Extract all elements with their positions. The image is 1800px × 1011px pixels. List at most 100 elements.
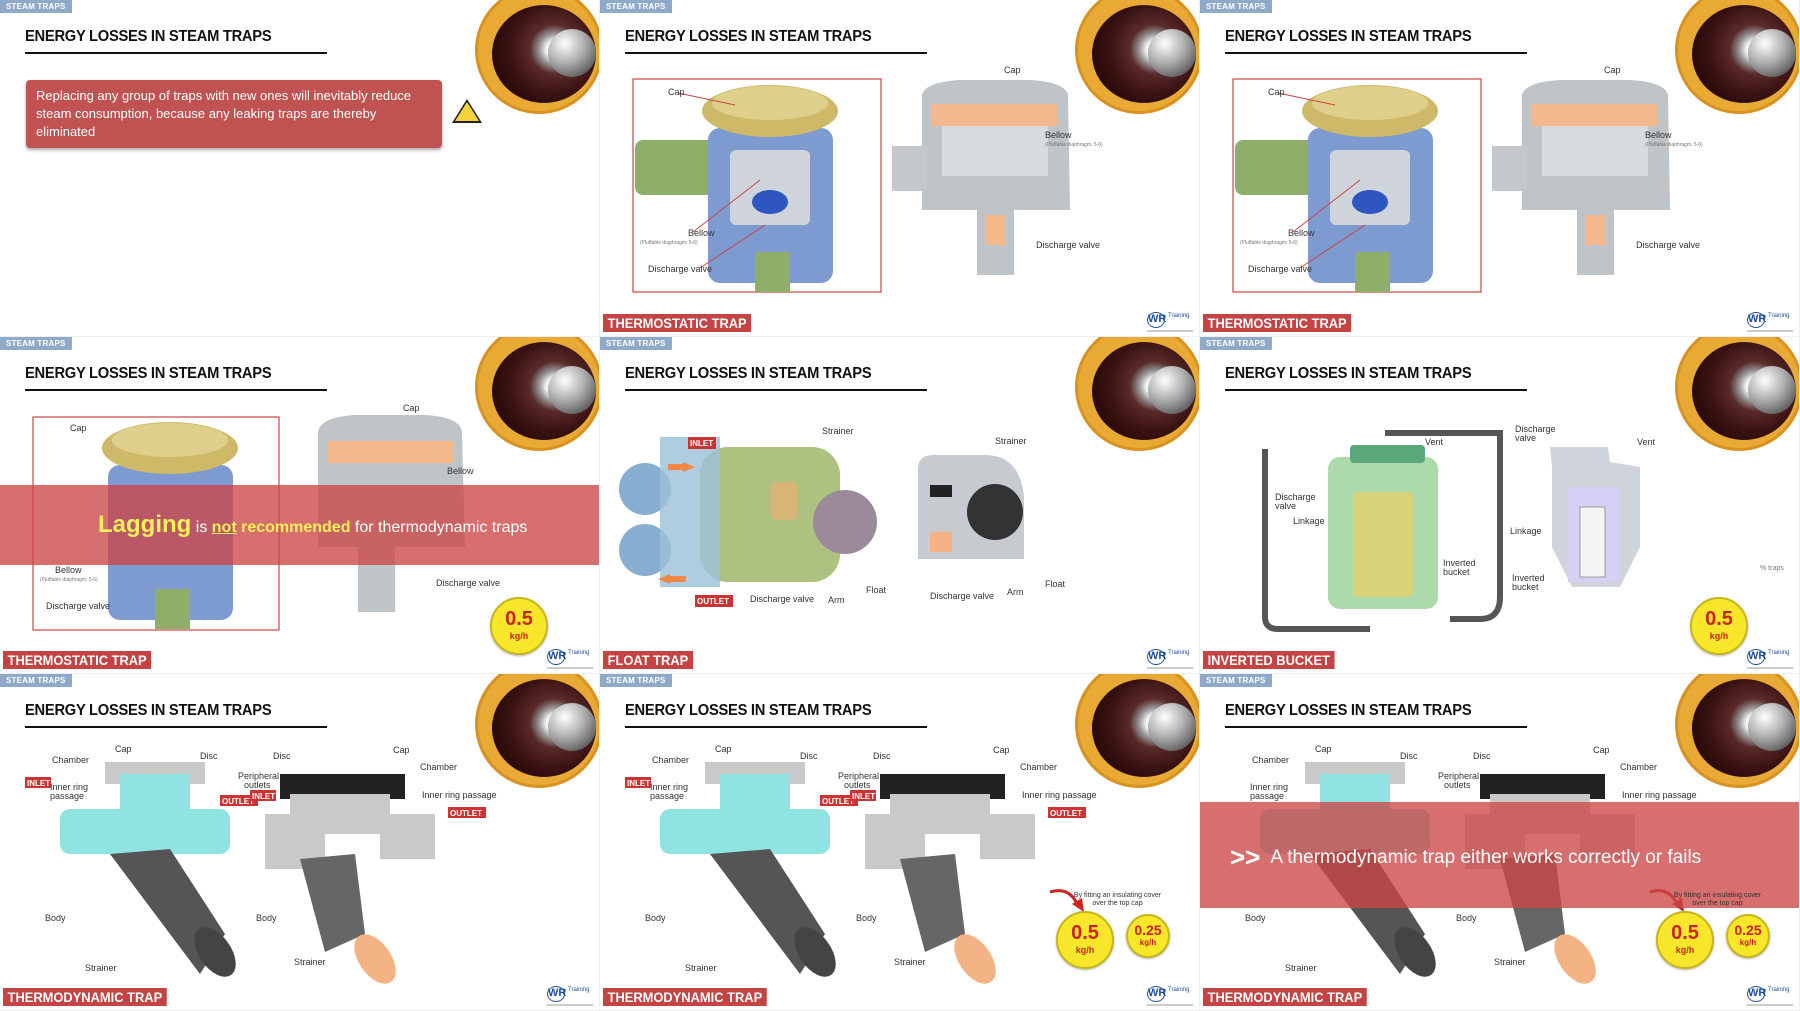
slide-7[interactable]: STEAM TRAPS ENERGY LOSSES IN STEAM TRAPS… xyxy=(0,674,600,1011)
label-arm-2: Arm xyxy=(1007,587,1024,597)
label-cap-2: Cap xyxy=(393,745,410,755)
label-cap: Cap xyxy=(1315,744,1332,754)
label-passage: passage xyxy=(50,791,84,801)
slide-8[interactable]: STEAM TRAPS ENERGY LOSSES IN STEAM TRAPS… xyxy=(600,674,1200,1011)
label-valve-2: valve xyxy=(1515,433,1536,443)
label-discharge-valve: Discharge valve xyxy=(750,594,814,604)
label-outlets: outlets xyxy=(244,780,271,790)
label-cap-2: Cap xyxy=(1593,745,1610,755)
label-chamber: Chamber xyxy=(1252,755,1289,765)
warning-symbol: ! xyxy=(464,105,468,119)
label-valve: valve xyxy=(1275,501,1296,511)
lagging-not: not xyxy=(211,519,237,536)
slide-4[interactable]: STEAM TRAPS ENERGY LOSSES IN STEAM TRAPS… xyxy=(0,337,600,674)
steam-trap-photo xyxy=(1675,0,1799,114)
trap-type-label: THERMODYNAMIC TRAP xyxy=(3,988,167,1006)
label-linkage-2: Linkage xyxy=(1510,526,1542,536)
label-inner-ring: Inner ring xyxy=(1250,782,1288,792)
label-strainer-2: Strainer xyxy=(1494,957,1526,967)
label-chamber-2: Chamber xyxy=(1620,762,1657,772)
logo-text: Training xyxy=(1168,313,1190,319)
outlet-tag-2: OUTLET xyxy=(450,809,482,818)
logo-mark: WR xyxy=(547,649,566,665)
steam-trap-photo xyxy=(1075,337,1199,451)
badge-value: 0.5 xyxy=(1705,608,1733,630)
slide-6[interactable]: STEAM TRAPS ENERGY LOSSES IN STEAM TRAPS… xyxy=(1200,337,1800,674)
logo-mark: WR xyxy=(1747,986,1766,1002)
label-discharge-valve: Discharge valve xyxy=(648,264,712,274)
label-strainer: Strainer xyxy=(1285,963,1317,973)
label-chamber-2: Chamber xyxy=(1020,762,1057,772)
label-inner-ring: Inner ring xyxy=(50,782,88,792)
logo-text: Training xyxy=(1768,987,1790,993)
float-trap-diagram: INLET OUTLET Strainer Discharge valve Ar… xyxy=(619,426,1066,607)
slide-5[interactable]: STEAM TRAPS ENERGY LOSSES IN STEAM TRAPS… xyxy=(600,337,1200,674)
label-bucket-2: bucket xyxy=(1512,582,1539,592)
steam-trap-photo xyxy=(1675,674,1799,788)
header-tag: STEAM TRAPS xyxy=(1200,0,1272,13)
label-body: Body xyxy=(645,913,666,923)
label-vent: Vent xyxy=(1425,437,1444,447)
slide-9[interactable]: STEAM TRAPS ENERGY LOSSES IN STEAM TRAPS… xyxy=(1200,674,1800,1011)
header-tag: STEAM TRAPS xyxy=(600,337,672,350)
label-outlets: outlets xyxy=(1444,780,1471,790)
slide-title: ENERGY LOSSES IN STEAM TRAPS xyxy=(1225,702,1472,719)
label-passage: passage xyxy=(650,791,684,801)
label-bellow-2: Bellow xyxy=(447,466,474,476)
slide-2[interactable]: STEAM TRAPS ENERGY LOSSES IN STEAM TRAPS… xyxy=(600,0,1200,337)
label-strainer: Strainer xyxy=(685,963,717,973)
label-outlets: outlets xyxy=(844,780,871,790)
title-rule xyxy=(625,52,927,54)
header-tag: STEAM TRAPS xyxy=(0,0,72,13)
steam-trap-photo xyxy=(475,674,599,788)
logo-mark: WR xyxy=(1147,649,1166,665)
label-cap-2: Cap xyxy=(993,745,1010,755)
label-disc: Disc xyxy=(1400,751,1418,761)
lagging-banner: Lagging is not recommended for thermodyn… xyxy=(0,485,599,565)
label-bellow: Bellow xyxy=(55,565,82,575)
lagging-recommended: recommended xyxy=(236,519,351,536)
label-chamber: Chamber xyxy=(652,755,689,765)
slide-1[interactable]: STEAM TRAPS ENERGY LOSSES IN STEAM TRAPS… xyxy=(0,0,600,337)
slide-title: ENERGY LOSSES IN STEAM TRAPS xyxy=(625,702,872,719)
logo-mark: WR xyxy=(547,986,566,1002)
badge-unit: kg/h xyxy=(1075,945,1095,955)
label-strainer-2: Strainer xyxy=(995,436,1027,446)
title-rule xyxy=(25,726,327,728)
inlet-tag: INLET xyxy=(627,779,650,788)
label-inner-ring: Inner ring xyxy=(650,782,688,792)
insulating-note: By fitting an insulating cover over the … xyxy=(1673,892,1762,907)
slide-title: ENERGY LOSSES IN STEAM TRAPS xyxy=(25,28,272,45)
label-cap: Cap xyxy=(1268,87,1285,97)
label-linkage: Linkage xyxy=(1293,516,1325,526)
inlet-tag-2: INLET xyxy=(852,792,875,801)
title-rule xyxy=(1225,52,1527,54)
header-tag: STEAM TRAPS xyxy=(1200,674,1272,687)
works-or-fails-text: A thermodynamic trap either works correc… xyxy=(1270,847,1702,868)
badge-value-reduced: 0.25 xyxy=(1134,922,1162,938)
label-body: Body xyxy=(45,913,66,923)
inlet-tag-2: INLET xyxy=(252,792,275,801)
label-passage: passage xyxy=(1250,791,1284,801)
warning-icon: ! xyxy=(452,99,482,123)
label-disc: Disc xyxy=(800,751,818,761)
slide-title: ENERGY LOSSES IN STEAM TRAPS xyxy=(1225,365,1472,382)
logo-mark: WR xyxy=(1147,986,1166,1002)
badge-unit: kg/h xyxy=(1675,945,1695,955)
label-discharge-valve: Discharge valve xyxy=(46,601,110,611)
trap-type-label: FLOAT TRAP xyxy=(603,651,693,669)
label-inverted: Inverted xyxy=(1443,558,1476,568)
logo-text: Training xyxy=(568,650,590,656)
slide-3[interactable]: STEAM TRAPS ENERGY LOSSES IN STEAM TRAPS… xyxy=(1200,0,1800,337)
works-or-fails-banner: >>A thermodynamic trap either works corr… xyxy=(1200,802,1799,908)
label-chamber: Chamber xyxy=(52,755,89,765)
label-peripheral: Peripheral xyxy=(838,771,879,781)
logo-text: Training xyxy=(1168,987,1190,993)
